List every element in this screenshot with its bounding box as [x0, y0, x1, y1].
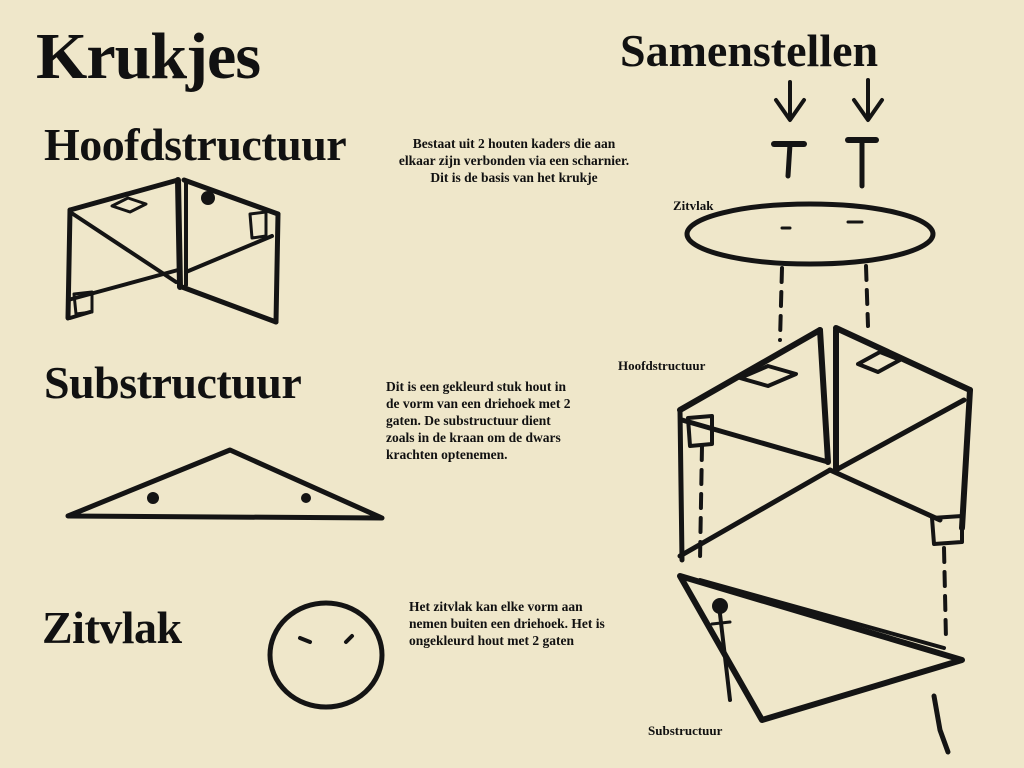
label-hoofdstructuur: Hoofdstructuur — [618, 358, 706, 373]
label-substructuur: Substructuur — [648, 723, 723, 738]
heading-hoofdstructuur: Hoofdstructuur — [44, 119, 347, 170]
heading-zitvlak: Zitvlak — [42, 602, 182, 653]
substructuur-sketch — [65, 447, 385, 521]
zitvlak-sketch — [267, 600, 385, 710]
heading-substructuur: Substructuur — [44, 357, 302, 408]
assembly-sketch — [677, 78, 973, 755]
description-zitvlak: Het zitvlak kan elke vorm aan nemen buit… — [409, 599, 605, 648]
hoofdstructuur-sketch — [65, 177, 281, 325]
label-zitvlak: Zitvlak — [673, 198, 714, 213]
description-substructuur: Dit is een gekleurd stuk hout in de vorm… — [386, 379, 571, 462]
page-title: Krukjes — [36, 20, 261, 93]
assembly-title: Samenstellen — [620, 25, 879, 76]
description-hoofdstructuur: Bestaat uit 2 houten kaders die aan elka… — [398, 136, 630, 185]
